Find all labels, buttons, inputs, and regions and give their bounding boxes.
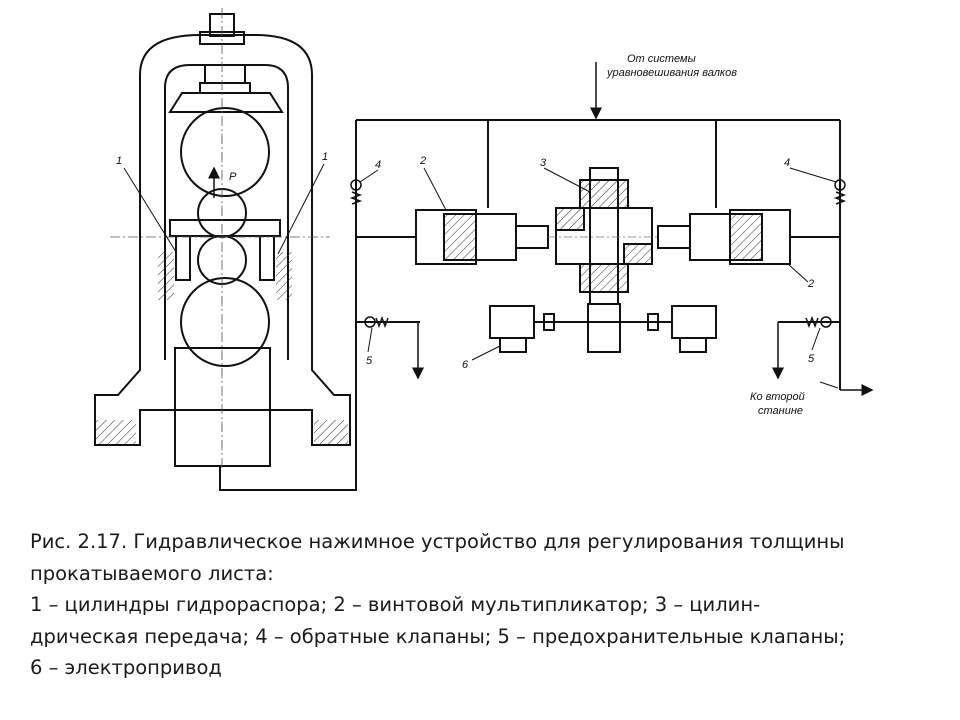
screw-multiplier-left — [415, 209, 549, 265]
caption-line-5: 6 – электропривод — [30, 656, 222, 679]
callout-1-left: 1 — [116, 155, 122, 167]
callout-2-top: 2 — [419, 155, 426, 167]
callout-5-right: 5 — [808, 353, 815, 365]
callout-4-right: 4 — [784, 157, 790, 169]
hydraulic-screwdown-diagram: P — [94, 8, 874, 491]
source-label-line2: уравновешивания валков — [606, 67, 737, 79]
caption-line-2: прокатываемого листа: — [30, 561, 274, 585]
caption-line-4: дрическая передача; 4 – обратные клапаны… — [30, 624, 846, 648]
check-valve-left — [349, 179, 363, 205]
caption-line-1: Рис. 2.17. Гидравлическое нажимное устро… — [30, 530, 845, 553]
check-valve-right — [833, 179, 847, 205]
figure-caption: Рис. 2.17. Гидравлическое нажимное устро… — [30, 526, 940, 684]
center-lines — [110, 8, 330, 470]
gear-transmission — [548, 167, 660, 305]
electric-drive — [489, 303, 717, 353]
flow-arrows — [412, 62, 874, 396]
callout-2-bottom: 2 — [807, 278, 814, 290]
relief-valve-left — [364, 315, 389, 329]
callout-3: 3 — [540, 157, 547, 169]
mill-stand-housing — [94, 13, 357, 491]
hydraulic-lines — [356, 119, 841, 390]
caption-line-3: 1 – цилиндры гидрораспора; 2 – винтовой … — [30, 593, 761, 616]
callout-5-left: 5 — [366, 355, 373, 367]
source-label-line1: От системы — [627, 53, 696, 65]
housing-hatching — [96, 252, 348, 444]
force-label: P — [229, 171, 237, 183]
callout-4-left: 4 — [375, 159, 381, 171]
exit-label-line1: Ко второй — [750, 391, 805, 403]
screw-multiplier-right — [657, 209, 791, 265]
exit-label-line2: станине — [758, 405, 803, 417]
callout-6: 6 — [462, 359, 469, 371]
callout-1-right: 1 — [322, 151, 328, 163]
relief-valve-right — [805, 315, 832, 329]
leader-lines — [123, 163, 839, 389]
